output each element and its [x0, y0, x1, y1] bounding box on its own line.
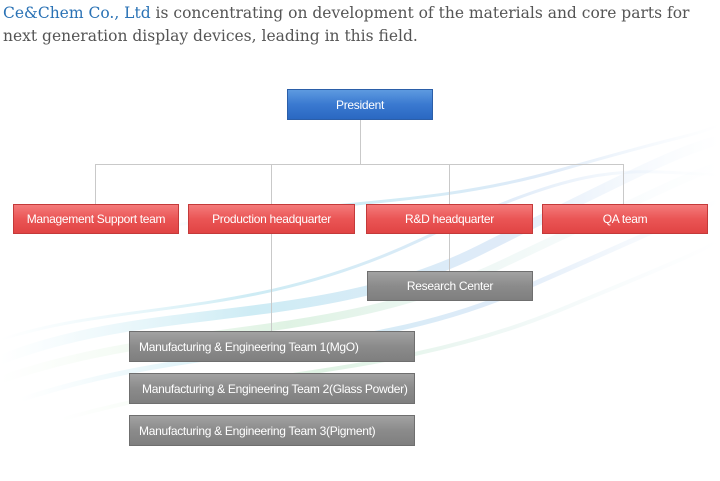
team-3-box: Manufacturing & Engineering Team 3(Pigme…	[129, 415, 415, 446]
management-support-box: Management Support team	[13, 204, 179, 234]
company-name: Ce&Chem Co., Ltd	[3, 4, 151, 22]
connector-president-down	[360, 120, 361, 164]
intro-paragraph: Ce&Chem Co., Ltd is concentrating on dev…	[3, 2, 703, 48]
qa-team-box: QA team	[542, 204, 708, 234]
connector-production-to-teams	[271, 234, 272, 331]
connector-to-management	[95, 164, 96, 204]
rnd-headquarter-box: R&D headquarter	[366, 204, 533, 234]
president-box: President	[287, 89, 433, 120]
intro-text: is concentrating on development of the m…	[3, 4, 690, 45]
team-2-box: Manufacturing & Engineering Team 2(Glass…	[129, 373, 415, 404]
research-center-box: Research Center	[367, 271, 533, 301]
connector-rnd-to-research	[449, 234, 450, 271]
connector-to-rnd	[449, 164, 450, 204]
production-headquarter-box: Production headquarter	[188, 204, 355, 234]
connector-horizontal-bus	[95, 164, 624, 165]
connector-to-qa	[623, 164, 624, 204]
connector-to-production	[271, 164, 272, 204]
team-1-box: Manufacturing & Engineering Team 1(MgO)	[129, 331, 415, 362]
